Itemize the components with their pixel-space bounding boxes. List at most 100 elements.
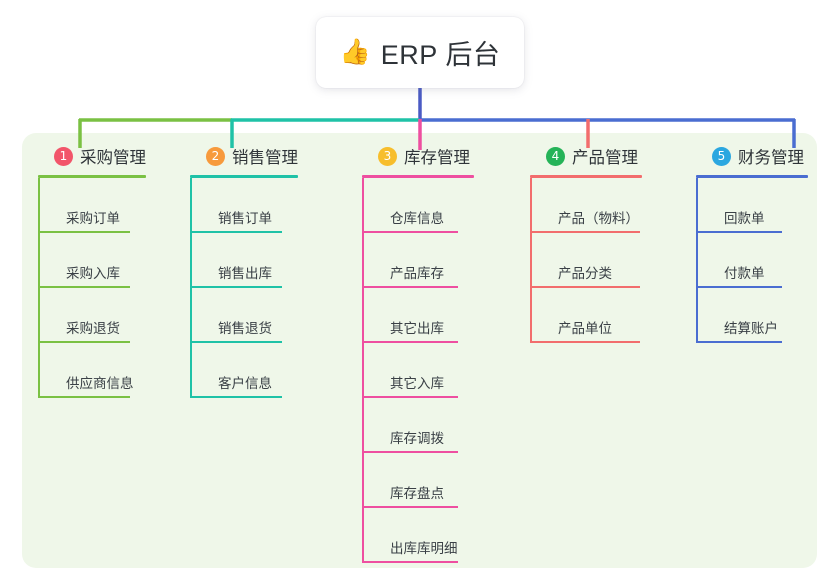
leaf-node[interactable]: 采购入库 [38, 233, 130, 288]
leaf-node-label: 客户信息 [218, 376, 272, 391]
leaf-node-underline [362, 286, 458, 288]
branch-column-5: 5 财务管理 回款单付款单结算账户 [696, 143, 808, 343]
leaf-node-label: 回款单 [724, 211, 765, 226]
branch-title-4: 产品管理 [572, 149, 638, 167]
branch-spine-5 [696, 178, 698, 343]
leaf-node[interactable]: 采购退货 [38, 288, 130, 343]
branch-leaves-1: 采购订单采购入库采购退货供应商信息 [38, 178, 146, 398]
leaf-node-label: 库存调拨 [390, 431, 444, 446]
leaf-node-label: 采购订单 [66, 211, 120, 226]
leaf-node-underline [190, 231, 282, 233]
leaf-node[interactable]: 销售订单 [190, 178, 282, 233]
branch-badge-3: 3 [378, 146, 397, 166]
diagram-background-panel [22, 133, 817, 568]
leaf-node[interactable]: 其它出库 [362, 288, 458, 343]
branch-underline-1 [38, 175, 146, 178]
leaf-node-label: 销售退货 [218, 321, 272, 336]
leaf-node-underline [190, 286, 282, 288]
branch-spine-2 [190, 178, 192, 398]
leaf-node-underline [38, 231, 130, 233]
branch-badge-2: 2 [206, 146, 225, 166]
branch-header-4[interactable]: 4 产品管理 [530, 143, 642, 169]
leaf-node-label: 产品单位 [558, 321, 612, 336]
branch-leaves-3: 仓库信息产品库存其它出库其它入库库存调拨库存盘点出库库明细 [362, 178, 474, 563]
branch-column-3: 3 库存管理 仓库信息产品库存其它出库其它入库库存调拨库存盘点出库库明细 [362, 143, 474, 563]
leaf-node[interactable]: 出库库明细 [362, 508, 458, 563]
branch-title-3: 库存管理 [404, 149, 470, 167]
leaf-node-underline [362, 231, 458, 233]
leaf-node-label: 出库库明细 [390, 541, 458, 556]
leaf-node[interactable]: 结算账户 [696, 288, 782, 343]
leaf-node-underline [38, 341, 130, 343]
leaf-node-label: 供应商信息 [66, 376, 134, 391]
leaf-node[interactable]: 采购订单 [38, 178, 130, 233]
leaf-node-label: 产品库存 [390, 266, 444, 281]
branch-header-3[interactable]: 3 库存管理 [362, 143, 474, 169]
branch-leaves-2: 销售订单销售出库销售退货客户信息 [190, 178, 298, 398]
branch-underline-4 [530, 175, 642, 178]
leaf-node-underline [362, 396, 458, 398]
leaf-node-label: 库存盘点 [390, 486, 444, 501]
branch-spine-4 [530, 178, 532, 343]
leaf-node[interactable]: 销售退货 [190, 288, 282, 343]
leaf-node-label: 付款单 [724, 266, 765, 281]
leaf-node[interactable]: 产品库存 [362, 233, 458, 288]
branch-column-1: 1 采购管理 采购订单采购入库采购退货供应商信息 [38, 143, 146, 398]
leaf-node[interactable]: 库存盘点 [362, 453, 458, 508]
branch-title-2: 销售管理 [232, 149, 298, 167]
leaf-node[interactable]: 产品（物料） [530, 178, 640, 233]
branch-column-4: 4 产品管理 产品（物料） 产品分类产品单位 [530, 143, 642, 343]
leaf-node[interactable]: 库存调拨 [362, 398, 458, 453]
leaf-node[interactable]: 付款单 [696, 233, 782, 288]
branch-header-1[interactable]: 1 采购管理 [38, 143, 146, 169]
leaf-node-label: 销售订单 [218, 211, 272, 226]
thumbs-up-icon: 👍 [339, 38, 371, 66]
leaf-node-underline [362, 341, 458, 343]
leaf-node-label: 产品分类 [558, 266, 612, 281]
branch-header-2[interactable]: 2 销售管理 [190, 143, 298, 169]
branch-underline-2 [190, 175, 298, 178]
leaf-node-underline [696, 341, 782, 343]
leaf-node-label: 采购退货 [66, 321, 120, 336]
leaf-node[interactable]: 客户信息 [190, 343, 282, 398]
leaf-node-underline [696, 231, 782, 233]
leaf-node-underline [38, 286, 130, 288]
leaf-node[interactable]: 产品分类 [530, 233, 640, 288]
branch-underline-3 [362, 175, 474, 178]
leaf-node-underline [530, 231, 640, 233]
leaf-node-label: 结算账户 [724, 321, 778, 336]
leaf-node[interactable]: 销售出库 [190, 233, 282, 288]
branch-spine-1 [38, 178, 40, 398]
leaf-node-underline [530, 341, 640, 343]
branch-column-2: 2 销售管理 销售订单销售出库销售退货客户信息 [190, 143, 298, 398]
leaf-node-label: 仓库信息 [390, 211, 444, 226]
root-node[interactable]: 👍 ERP 后台 [316, 17, 524, 88]
branch-underline-5 [696, 175, 808, 178]
leaf-node-underline [696, 286, 782, 288]
branch-badge-1: 1 [54, 146, 73, 166]
leaf-node-underline [38, 396, 130, 398]
leaf-node-label: 销售出库 [218, 266, 272, 281]
leaf-node-underline [190, 396, 282, 398]
leaf-node-underline [362, 506, 458, 508]
branch-title-1: 采购管理 [80, 149, 146, 167]
branch-leaves-4: 产品（物料） 产品分类产品单位 [530, 178, 642, 343]
leaf-node-label: 其它入库 [390, 376, 444, 391]
branch-title-5: 财务管理 [738, 149, 804, 167]
branch-leaves-5: 回款单付款单结算账户 [696, 178, 808, 343]
leaf-node-underline [530, 286, 640, 288]
branch-badge-5: 5 [712, 146, 731, 166]
leaf-node[interactable]: 产品单位 [530, 288, 640, 343]
leaf-node[interactable]: 仓库信息 [362, 178, 458, 233]
leaf-node-underline [362, 451, 458, 453]
leaf-node-label: 其它出库 [390, 321, 444, 336]
leaf-node[interactable]: 其它入库 [362, 343, 458, 398]
branch-spine-3 [362, 178, 364, 563]
branch-header-5[interactable]: 5 财务管理 [696, 143, 808, 169]
leaf-node-label: 采购入库 [66, 266, 120, 281]
branch-badge-4: 4 [546, 146, 565, 166]
leaf-node[interactable]: 供应商信息 [38, 343, 134, 398]
root-node-title: ERP 后台 [380, 40, 501, 70]
leaf-node[interactable]: 回款单 [696, 178, 782, 233]
leaf-node-label: 产品（物料） [558, 211, 639, 226]
